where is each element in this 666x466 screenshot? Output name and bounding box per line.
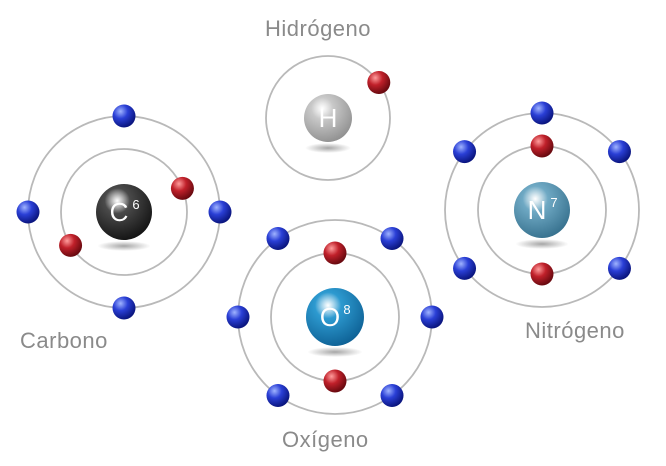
n-inner-electron-2 xyxy=(530,262,554,286)
h-nucleus-shadow xyxy=(305,143,351,153)
h-orbit-1 xyxy=(265,55,391,181)
c-inner-electron-2 xyxy=(59,233,83,257)
n-outer-electron-5 xyxy=(453,140,477,164)
c-outer-electron-4 xyxy=(16,200,40,224)
c-nucleus-shadow xyxy=(97,241,151,251)
label-oxygen: Oxígeno xyxy=(282,427,369,452)
o-nucleus xyxy=(306,288,364,346)
o-outer-electron-3 xyxy=(420,305,444,329)
h-inner-electron-1 xyxy=(367,70,391,94)
c-outer-electron-2 xyxy=(208,200,232,224)
o-outer-electron-1 xyxy=(266,227,290,251)
label-carbon: Carbono xyxy=(20,328,108,353)
label-hydrogen: Hidrógeno xyxy=(265,16,372,41)
c-outer-electron-1 xyxy=(112,104,136,128)
o-outer-electron-4 xyxy=(380,383,404,407)
n-inner-electron-1 xyxy=(530,134,554,158)
c-atomic-number: 6 xyxy=(132,197,139,212)
c-inner-electron-1 xyxy=(170,176,194,200)
n-nucleus-shadow xyxy=(515,239,569,249)
n-atomic-number: 7 xyxy=(550,195,557,210)
c-nucleus xyxy=(96,184,152,240)
o-inner-electron-2 xyxy=(323,369,347,393)
n-nucleus xyxy=(514,182,570,238)
o-symbol: O xyxy=(320,302,340,332)
label-nitrogen: Nitrógeno xyxy=(525,318,625,343)
n-symbol: N xyxy=(528,195,547,225)
n-outer-electron-3 xyxy=(607,256,631,280)
o-outer-electron-6 xyxy=(226,305,250,329)
c-orbit-1 xyxy=(60,148,188,276)
c-outer-electron-3 xyxy=(112,296,136,320)
n-outer-electron-1 xyxy=(530,101,554,125)
n-outer-electron-4 xyxy=(453,256,477,280)
h-symbol: H xyxy=(319,103,338,133)
o-nucleus-shadow xyxy=(307,347,363,357)
o-inner-electron-1 xyxy=(323,241,347,265)
o-outer-electron-5 xyxy=(266,383,290,407)
o-atomic-number: 8 xyxy=(343,302,350,317)
o-outer-electron-2 xyxy=(380,227,404,251)
h-nucleus xyxy=(304,94,352,142)
c-symbol: C xyxy=(110,197,129,227)
n-outer-electron-2 xyxy=(607,140,631,164)
